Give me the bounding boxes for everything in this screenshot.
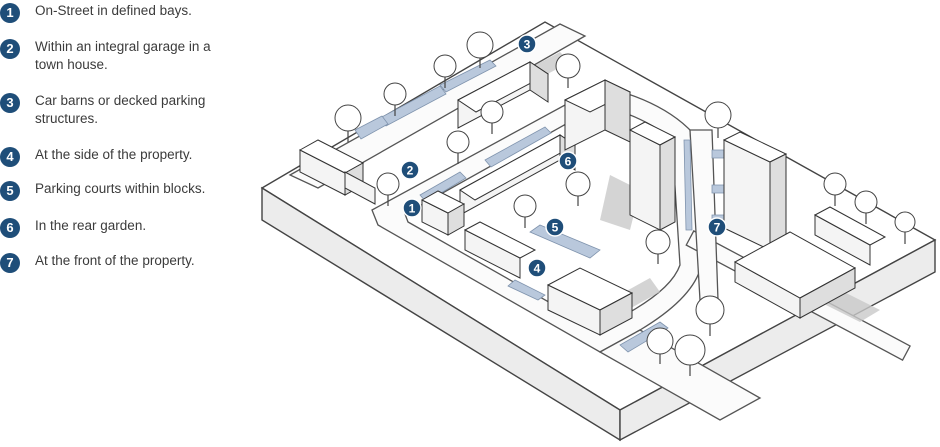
- block-south: [546, 267, 634, 336]
- tree: [695, 295, 725, 336]
- legend-text-4: At the side of the property.: [35, 147, 193, 162]
- legend-item-2: 2 Within an integral garage in a town ho…: [0, 38, 235, 74]
- bay-north-row: [439, 59, 497, 93]
- tree: [645, 229, 671, 264]
- building-front: [344, 171, 376, 205]
- map-marker-7: 7: [707, 217, 727, 237]
- tree: [376, 172, 400, 206]
- building-side: [529, 61, 549, 103]
- building-side: [599, 292, 633, 336]
- building-front: [629, 129, 661, 231]
- tree: [383, 82, 407, 116]
- tree: [704, 101, 732, 138]
- tree: [674, 334, 706, 376]
- legend-item-6: 6 In the rear garden.: [0, 217, 235, 238]
- houses-east: [722, 131, 887, 319]
- bay-east-vertical: [683, 139, 693, 231]
- legend-badge-4: 4: [0, 147, 20, 167]
- legend-item-7: 7 At the front of the property.: [0, 252, 235, 273]
- tree: [433, 54, 457, 88]
- building-side: [799, 267, 856, 319]
- bay-front-1: [711, 149, 725, 159]
- legend-text-6: In the rear garden.: [35, 218, 147, 233]
- tree: [513, 194, 537, 228]
- map-marker-2: 2: [400, 160, 420, 180]
- tree: [646, 327, 674, 364]
- bay-side-property: [507, 279, 546, 301]
- map-marker-4: 4: [527, 258, 547, 278]
- legend-badge-5: 5: [0, 181, 20, 201]
- map-markers: 1 2 3 4 5 6 7: [400, 34, 727, 278]
- buildings: [298, 61, 887, 336]
- terrace-north: [457, 61, 549, 129]
- legend-item-1: 1 On-Street in defined bays.: [0, 2, 235, 23]
- legend-badge-7: 7: [0, 253, 20, 273]
- legend-badge-6: 6: [0, 218, 20, 238]
- tree: [334, 104, 362, 142]
- map-marker-2-label: 2: [407, 164, 414, 178]
- tree: [446, 130, 470, 164]
- building-roof: [463, 221, 537, 259]
- legend-badge-1: 1: [0, 3, 20, 23]
- map-marker-3-label: 3: [524, 38, 531, 52]
- map-marker-5-label: 5: [552, 221, 559, 235]
- map-marker-4-label: 4: [534, 262, 541, 276]
- bay-onstreet-2: [484, 126, 552, 168]
- houses-inner-west: [420, 190, 537, 279]
- tree: [565, 171, 591, 206]
- map-marker-5: 5: [545, 217, 565, 237]
- tree: [466, 31, 494, 68]
- map-marker-1-label: 1: [409, 202, 416, 216]
- map-marker-7-label: 7: [714, 221, 721, 235]
- tree: [823, 172, 847, 206]
- bay-front-2: [711, 184, 725, 194]
- legend-text-5: Parking courts within blocks.: [35, 181, 206, 196]
- map-marker-1: 1: [402, 198, 422, 218]
- terrace-west: [298, 139, 376, 205]
- legend-item-5: 5 Parking courts within blocks.: [0, 180, 235, 201]
- legend-item-3: 3 Car barns or decked parking structures…: [0, 92, 235, 128]
- tree: [480, 100, 504, 134]
- building-side: [447, 203, 465, 236]
- map-marker-6-label: 6: [565, 155, 572, 169]
- bay-west-row-2: [354, 115, 389, 140]
- legend-text-2: Within an integral garage in a town hous…: [35, 39, 211, 72]
- legend-badge-3: 3: [0, 93, 20, 113]
- legend-badge-2: 2: [0, 39, 20, 59]
- trees: [334, 31, 916, 376]
- legend-text-3: Car barns or decked parking structures.: [35, 93, 206, 126]
- building-roof: [813, 206, 887, 246]
- legend-text-1: On-Street in defined bays.: [35, 3, 192, 18]
- car-barn: [563, 79, 632, 151]
- map-marker-3: 3: [517, 34, 537, 54]
- tree: [854, 190, 878, 224]
- legend-text-7: At the front of the property.: [35, 253, 195, 268]
- terrace-inner-east: [628, 121, 677, 231]
- bay-court: [529, 224, 601, 259]
- map-marker-6: 6: [558, 151, 578, 171]
- tree: [894, 211, 916, 244]
- road-south: [598, 329, 762, 421]
- building-side: [659, 136, 676, 231]
- parking-bays: [354, 59, 725, 353]
- tree: [555, 53, 581, 88]
- legend-item-4: 4 At the side of the property.: [0, 146, 235, 167]
